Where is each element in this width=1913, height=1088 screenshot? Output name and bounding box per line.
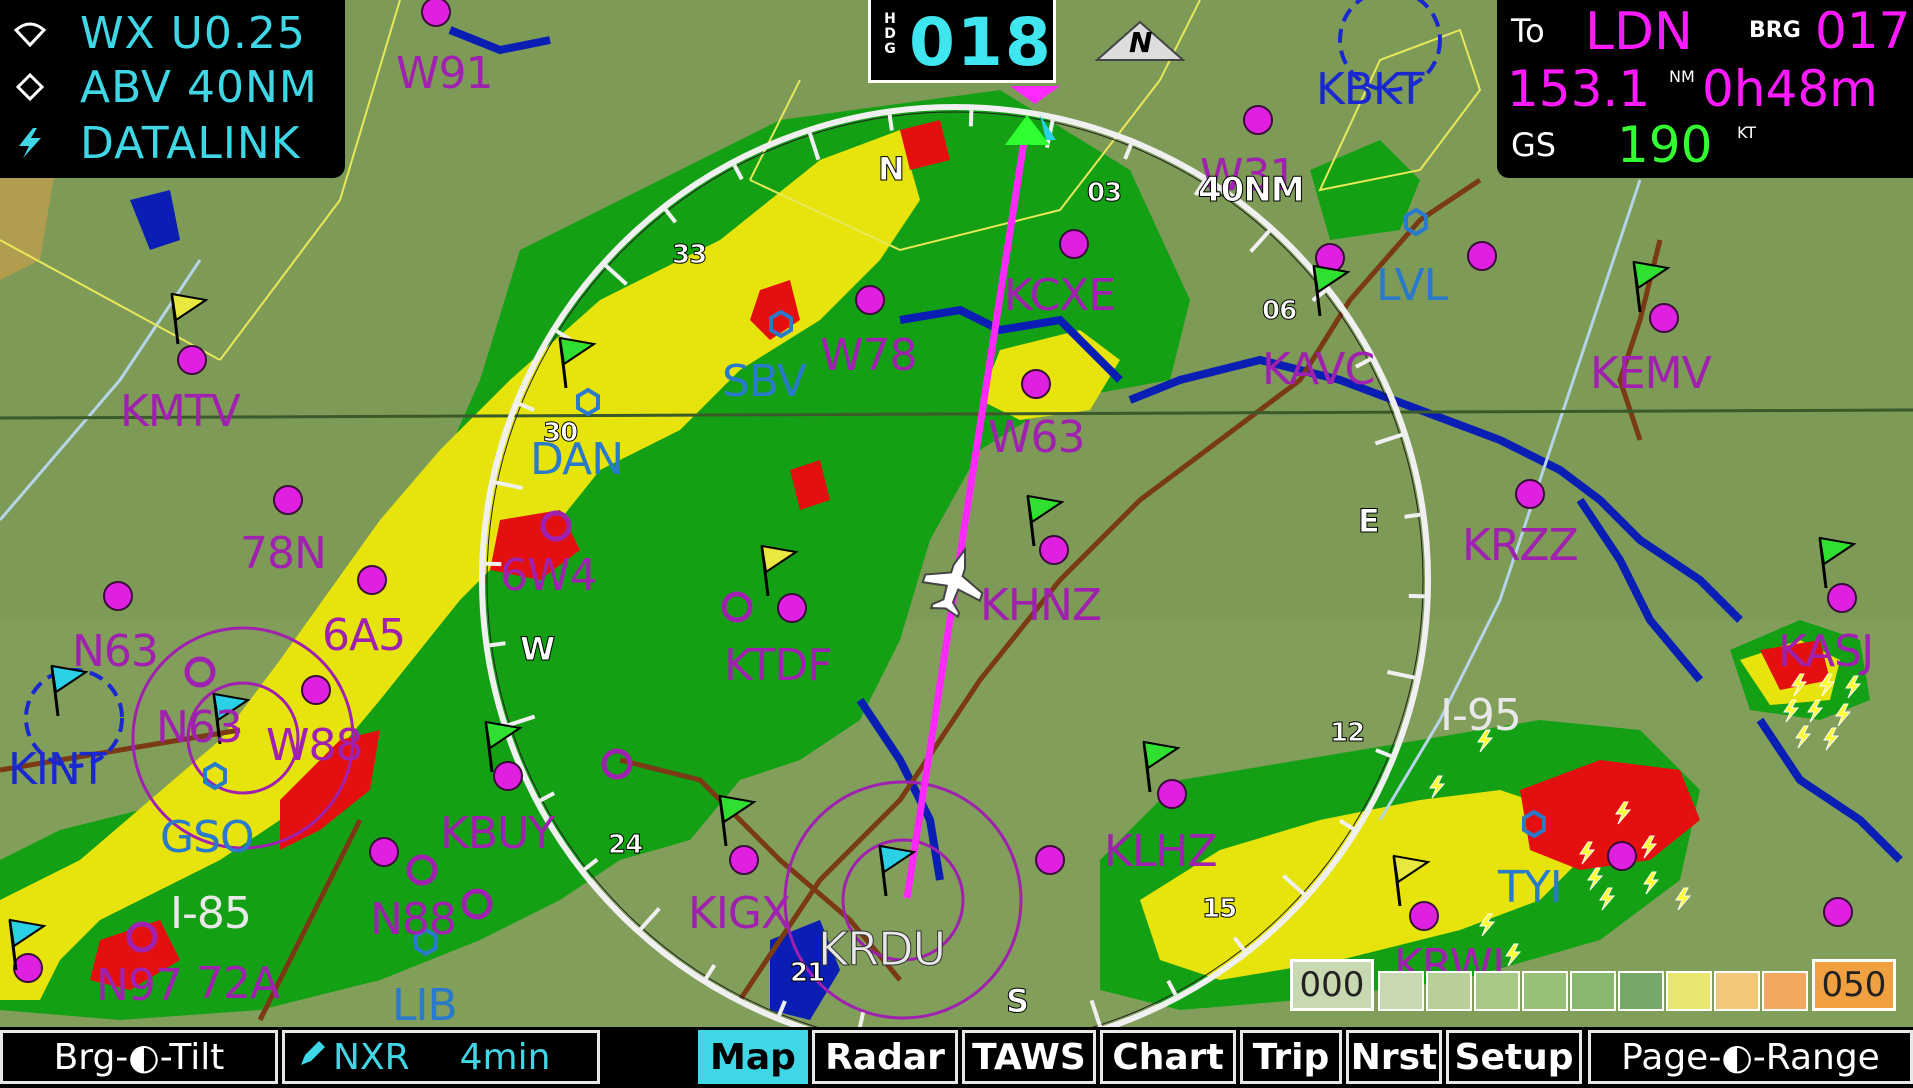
heading-value: 018: [909, 4, 1053, 81]
airport-label-klhz-16: KLHZ: [1104, 826, 1218, 877]
range-label: 40NM: [1198, 170, 1306, 211]
airport-label-kasj-29: KASJ: [1778, 626, 1874, 677]
compass-label-21: 21: [789, 958, 825, 989]
compass-label-33: 33: [671, 240, 707, 271]
legend-swatch: [1378, 971, 1424, 1011]
airport-label-i-85-10: I-85: [170, 888, 252, 939]
nexrad-age: 4min: [459, 1036, 551, 1078]
tab-chart[interactable]: Chart: [1100, 1030, 1236, 1084]
airport-label-kcxe-22: KCXE: [1004, 270, 1116, 321]
airport-label-tyi-31: TYI: [1498, 862, 1563, 913]
destination-waypoint: LDN: [1585, 2, 1693, 62]
north-label: N: [1129, 26, 1152, 59]
airport-label-w63-23: W63: [988, 412, 1085, 463]
airport-label-krzz-28: KRZZ: [1462, 520, 1579, 571]
wx-row-resolution: WX U0.25: [12, 8, 306, 59]
airport-label-kmtv-0: KMTV: [120, 386, 241, 437]
airport-label-lvl-26: LVL: [1376, 260, 1448, 311]
airport-label-i-95-30: I-95: [1440, 690, 1522, 741]
groundspeed-unit: KT: [1737, 123, 1757, 142]
legend-swatch: [1618, 971, 1664, 1011]
bearing-value: 017°: [1815, 2, 1913, 60]
compass-label-03: 03: [1086, 178, 1122, 209]
lightning-icon: [12, 125, 48, 161]
weather-icon: [12, 15, 48, 51]
nexrad-button[interactable]: NXR 4min: [282, 1030, 600, 1084]
bearing-label: BRG: [1749, 18, 1801, 43]
pencil-icon: [297, 1037, 327, 1078]
compass-label-w: W: [519, 630, 555, 669]
ete-value: 0h48m: [1702, 60, 1878, 118]
heading-indicator: HDG 018: [868, 0, 1056, 83]
tab-nrst[interactable]: Nrst: [1346, 1030, 1442, 1084]
airport-label-dan-19: DAN: [530, 434, 624, 485]
airport-label-72a-12: 72A: [196, 958, 280, 1009]
airport-label-kint-3: KINT: [8, 744, 107, 795]
compass-label-15: 15: [1201, 894, 1237, 925]
compass-label-24: 24: [607, 830, 643, 861]
legend-swatch: [1714, 971, 1760, 1011]
tab-taws[interactable]: TAWS: [962, 1030, 1096, 1084]
legend-high-value: 050: [1812, 959, 1896, 1011]
airport-label-kigx-14: KIGX: [688, 888, 791, 939]
airport-label-w31-35: W31: [1200, 150, 1297, 201]
compass-label-n: N: [878, 150, 906, 189]
airport-label-n88-9: N88: [370, 894, 457, 945]
tab-map[interactable]: Map: [698, 1030, 808, 1084]
to-label: To: [1511, 12, 1545, 50]
precip-color-legend: 000 050: [1290, 955, 1900, 1023]
legend-low-value: 000: [1290, 959, 1374, 1011]
heading-label: HDG: [884, 11, 896, 57]
airport-label-ktdf-17: KTDF: [724, 640, 833, 691]
airport-label-n63-4: N63: [156, 702, 243, 753]
legend-swatch: [1570, 971, 1616, 1011]
airport-label-gso-7: GSO: [160, 812, 255, 863]
airport-label-khnz-24: KHNZ: [980, 580, 1102, 631]
legend-swatch: [1522, 971, 1568, 1011]
legend-swatch: [1426, 971, 1472, 1011]
weather-status-panel: WX U0.25 ABV 40NM DATALINK: [0, 0, 345, 178]
legend-swatch: [1666, 971, 1712, 1011]
compass-label-12: 12: [1329, 718, 1365, 749]
compass-label-e: E: [1358, 502, 1381, 541]
airport-label-kbkt-33: KBKT: [1316, 64, 1424, 115]
navigation-info-panel: To LDN BRG 017° 153.1 NM 0h48m GS 190 KT: [1497, 0, 1913, 178]
tab-setup[interactable]: Setup: [1446, 1030, 1582, 1084]
airport-label-6a5-5: 6A5: [322, 610, 406, 661]
diamond-icon: [12, 69, 48, 105]
airport-label-krdu-15: KRDU: [817, 922, 946, 977]
airport-label-sbv-20: SBV: [722, 356, 807, 407]
airport-label-w91-34: W91: [396, 48, 493, 99]
page-range-knob-button[interactable]: Page-◐-Range: [1588, 1030, 1913, 1084]
distance-unit: NM: [1669, 67, 1695, 86]
tab-trip[interactable]: Trip: [1240, 1030, 1342, 1084]
compass-label-30: 30: [542, 418, 578, 449]
wx-row-source: DATALINK: [12, 118, 301, 169]
groundspeed-value: 190: [1617, 116, 1713, 174]
airport-label-n63-2: N63: [72, 626, 159, 677]
compass-label-06: 06: [1261, 296, 1297, 327]
compass-label-s: S: [1005, 982, 1029, 1021]
airport-label-w78-21: W78: [820, 330, 917, 381]
airport-label-kbuy-8: KBUY: [440, 808, 555, 859]
distance-value: 153.1: [1507, 60, 1651, 118]
wx-row-altitude: ABV 40NM: [12, 62, 318, 113]
north-arrow-icon: N: [1095, 18, 1185, 62]
airport-label-w88-6: W88: [266, 720, 363, 771]
airport-label-kemv-27: KEMV: [1590, 348, 1712, 399]
tab-radar[interactable]: Radar: [812, 1030, 958, 1084]
brg-tilt-knob-button[interactable]: Brg-◐-Tilt: [0, 1030, 278, 1084]
ownship-icon: [921, 546, 984, 619]
legend-swatch: [1762, 971, 1808, 1011]
airport-label-kavc-25: KAVC: [1262, 344, 1375, 395]
groundspeed-label: GS: [1511, 126, 1557, 164]
airport-label-lib-13: LIB: [392, 980, 458, 1031]
legend-swatch: [1474, 971, 1520, 1011]
airport-label-6w4-18: 6W4: [500, 550, 597, 601]
airport-label-78n-1: 78N: [240, 528, 327, 579]
airport-label-n97-11: N97: [96, 960, 183, 1011]
nexrad-label: NXR: [333, 1036, 410, 1078]
